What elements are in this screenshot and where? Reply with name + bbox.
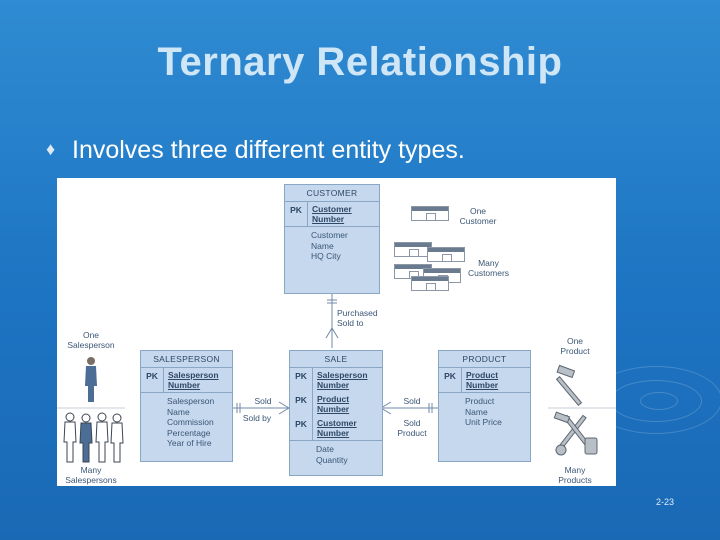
many-products-caption: Many Products (547, 465, 603, 485)
sold-label-left: Sold (243, 396, 283, 406)
one-customer-caption: One Customer (453, 206, 503, 226)
customer-entity-header: CUSTOMER (285, 185, 379, 202)
sold-by-label: Sold by (237, 413, 277, 423)
business-card-icon (411, 276, 449, 291)
pk-label: PK (285, 202, 308, 226)
slide-title: Ternary Relationship (0, 40, 720, 85)
hammer-icon (554, 362, 600, 408)
salespersons-group-icon (61, 412, 125, 464)
background-ripple (640, 392, 678, 410)
product-attributes: Product Name Unit Price (439, 393, 530, 428)
business-card-icon (411, 206, 449, 221)
pk-label: PK (290, 392, 313, 416)
pk-label: PK (290, 416, 313, 440)
diamond-bullet-icon: ♦ (46, 139, 68, 160)
one-product-caption: One Product (547, 336, 603, 356)
salesperson-attributes: Salesperson Name Commission Percentage Y… (141, 393, 232, 449)
pk-label: PK (290, 368, 313, 392)
business-card-icon (427, 247, 465, 262)
one-salesperson-caption: One Salesperson (57, 330, 125, 350)
bullet-item: ♦Involves three different entity types. (46, 136, 465, 165)
purchased-sold-to-label: Purchased Sold to (337, 308, 393, 328)
many-customers-caption: Many Customers (461, 258, 516, 278)
bullet-text: Involves three different entity types. (72, 136, 465, 164)
sold-label-right: Sold (392, 396, 432, 406)
tools-group-icon (549, 410, 605, 462)
sale-attributes: Date Quantity (290, 441, 382, 465)
page-number: 2-23 (656, 497, 674, 507)
salesperson-entity-header: SALESPERSON (141, 351, 232, 368)
many-salespersons-caption: Many Salespersons (57, 465, 125, 485)
sold-product-label: Sold Product (392, 418, 432, 438)
pk-label: PK (439, 368, 462, 392)
product-entity-header: PRODUCT (439, 351, 530, 368)
sale-entity-header: SALE (290, 351, 382, 368)
pk-label: PK (141, 368, 164, 392)
salesperson-figure-icon (81, 356, 101, 404)
customer-attributes: Customer Name HQ City (285, 227, 379, 262)
